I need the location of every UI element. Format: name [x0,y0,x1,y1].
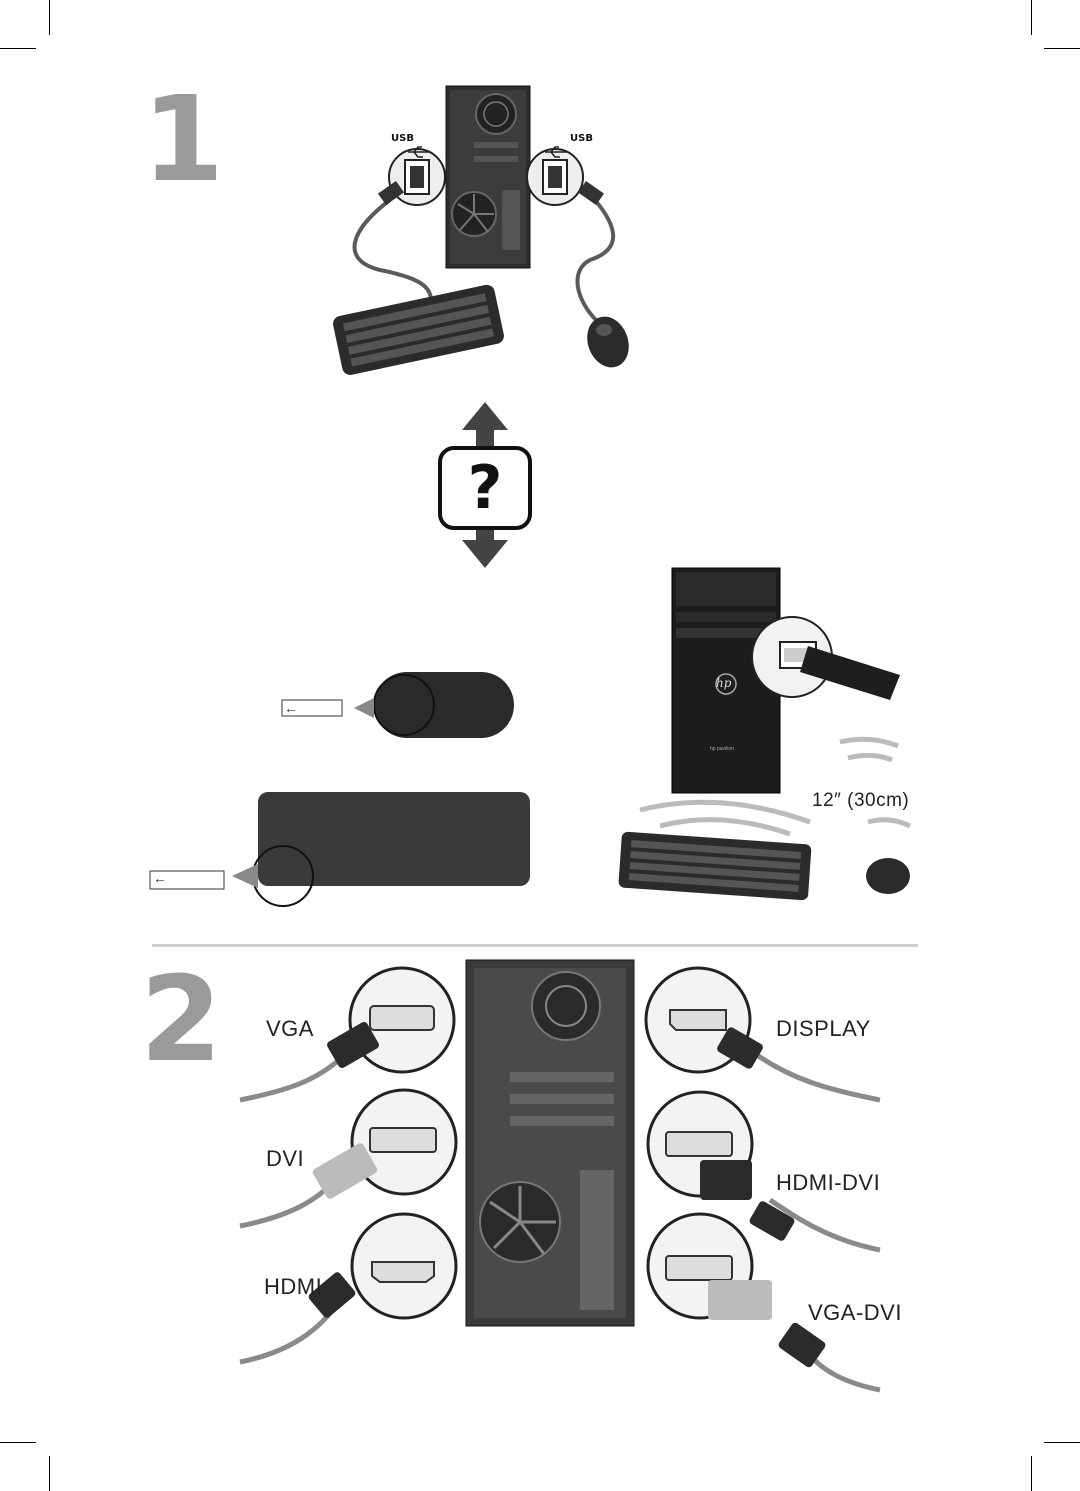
double-arrow-icon [438,402,532,568]
keyboard-cable [352,198,434,306]
usb-symbol-icon [408,146,567,158]
crop-mark [1044,48,1080,49]
hdmi-label: HDMI [264,1274,323,1299]
step-number-1: 1 [142,70,225,208]
vga-label: VGA [266,1016,314,1041]
crop-mark [0,48,36,49]
hp-logo: hp [716,676,732,690]
crop-mark [0,1442,36,1443]
mouse-cable [575,198,616,324]
computer-tower-rear-large [465,959,635,1327]
dvi-label: DVI [266,1146,305,1171]
usb-label-left: USB [391,133,414,144]
dvi-port [369,1127,437,1153]
hdmi-dvi-label: HDMI-DVI [776,1170,881,1195]
wired-setup-illustration [333,85,629,375]
displayport-port [669,1009,727,1031]
displayport-label: DISPLAY [776,1016,871,1041]
arrow-left-icon: ← [284,700,298,716]
distance-label: 12″ (30cm) [812,790,910,811]
crop-mark [49,1456,50,1491]
crop-mark [1031,0,1032,35]
usb-label-right: USB [570,133,593,144]
section-divider [152,944,918,947]
vga-port [369,1005,435,1031]
dvi-port-right-2 [665,1255,733,1281]
wireless-mouse-underside [281,672,514,738]
vga-dvi-label: VGA-DVI [808,1300,902,1325]
arrow-left-icon: ← [153,870,167,886]
wired-mouse [587,316,629,368]
tower-caption: hp pavilion [710,746,734,752]
wireless-keyboard-underside [149,792,530,907]
crop-mark [49,0,50,35]
wireless-setup-illustration [149,567,912,907]
wireless-waves-icon [639,736,912,837]
step-number-2: 2 [140,950,223,1088]
crop-mark [1031,1456,1032,1491]
crop-mark [1044,1442,1080,1443]
hdmi-port [371,1261,435,1283]
wired-keyboard [333,284,504,375]
dvi-port-right [665,1131,733,1157]
computer-tower-rear [445,85,531,269]
display-connections-illustration [239,959,881,1393]
question-icon: ? [467,453,503,523]
